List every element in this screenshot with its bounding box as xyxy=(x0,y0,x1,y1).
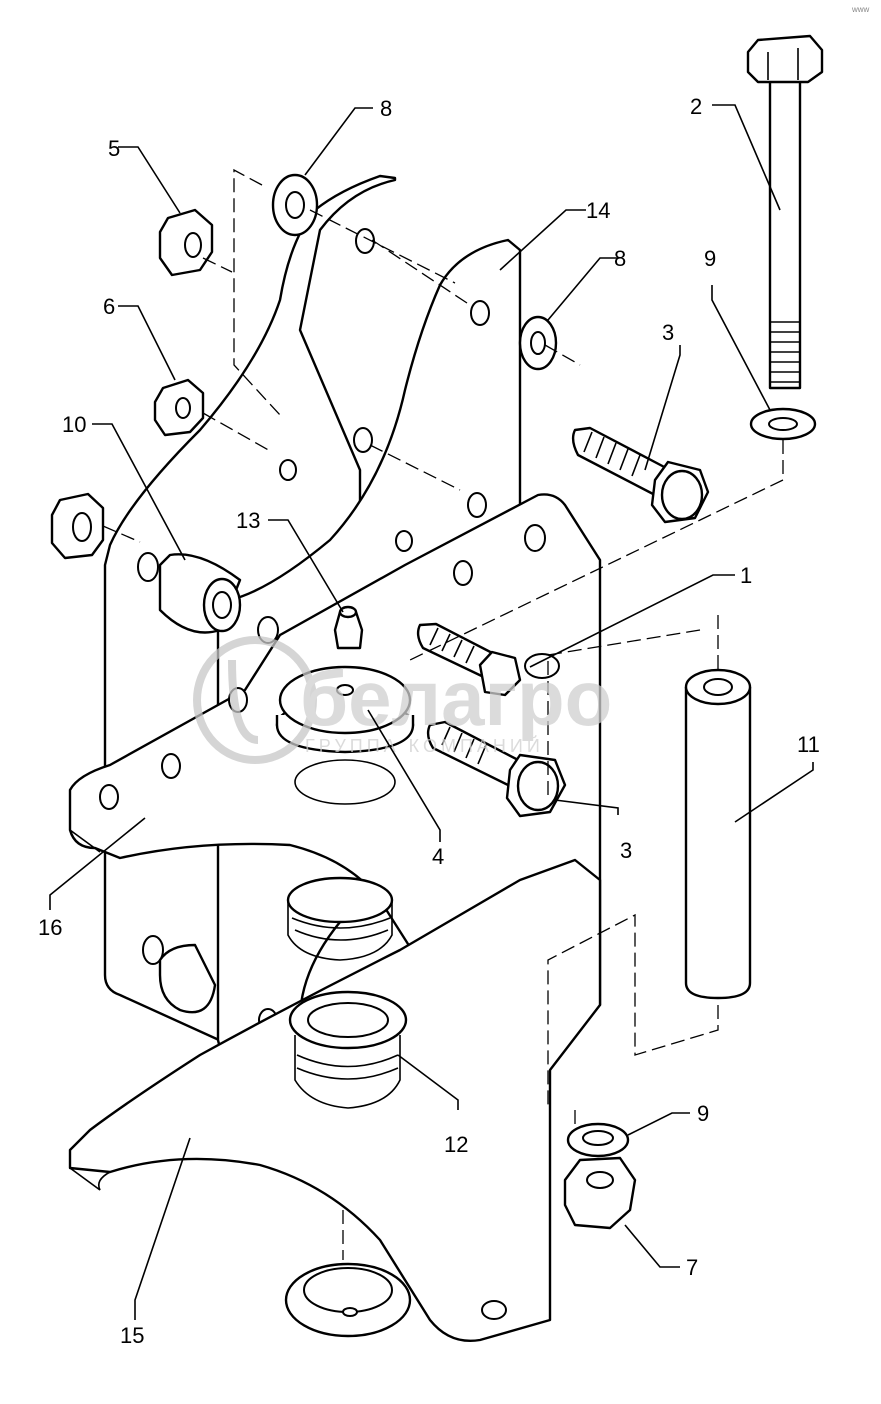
grease-fitting xyxy=(333,605,364,650)
lock-washer-bottom xyxy=(566,1122,630,1158)
nut-left xyxy=(50,492,105,560)
callout-13: 13 xyxy=(236,508,260,533)
callout-2: 2 xyxy=(690,94,702,119)
flat-washer-8-upper xyxy=(271,173,319,237)
hex-nut-7 xyxy=(563,1156,637,1230)
callout-10: 10 xyxy=(62,412,86,437)
assembly-lines xyxy=(102,168,784,1260)
callout-9-lower: 9 xyxy=(697,1101,709,1126)
corner-stamp: www xyxy=(851,5,870,14)
nut-5 xyxy=(158,208,214,277)
bolt-lower xyxy=(426,720,567,818)
callout-1: 1 xyxy=(740,563,752,588)
flat-washer-8-right xyxy=(518,315,558,371)
spacer-sleeve xyxy=(158,553,242,1014)
callout-3-lower: 3 xyxy=(620,838,632,863)
callout-8-right: 8 xyxy=(614,246,626,271)
bolt-upper xyxy=(571,426,710,524)
callout-4: 4 xyxy=(432,844,444,869)
callout-5: 5 xyxy=(108,136,120,161)
callout-3-upper: 3 xyxy=(662,320,674,345)
callout-12: 12 xyxy=(444,1132,468,1157)
callout-16: 16 xyxy=(38,915,62,940)
watermark: белагро ГРУППА КОМПАНИЙ xyxy=(193,636,612,764)
watermark-subtitle: ГРУППА КОМПАНИЙ xyxy=(305,735,544,756)
bottom-nut xyxy=(284,1262,412,1338)
bolt-short xyxy=(416,622,522,697)
callout-9-upper: 9 xyxy=(704,246,716,271)
callout-14: 14 xyxy=(586,198,610,223)
callout-7: 7 xyxy=(686,1255,698,1280)
nut-6 xyxy=(153,378,205,437)
leader-lines xyxy=(49,104,814,1320)
kingpin xyxy=(684,668,752,1000)
callout-11: 11 xyxy=(797,732,820,757)
watermark-brand: белагро xyxy=(300,654,612,742)
long-bolt xyxy=(746,34,824,390)
callout-15: 15 xyxy=(120,1323,144,1348)
lower-arm xyxy=(68,858,602,1342)
lower-bushing xyxy=(288,990,408,1109)
upper-bushing xyxy=(286,876,394,961)
callout-8-upper: 8 xyxy=(380,96,392,121)
callouts: 1 2 3 3 4 5 6 7 8 8 9 9 10 11 12 13 14 1… xyxy=(38,94,820,1348)
callout-6: 6 xyxy=(103,294,115,319)
